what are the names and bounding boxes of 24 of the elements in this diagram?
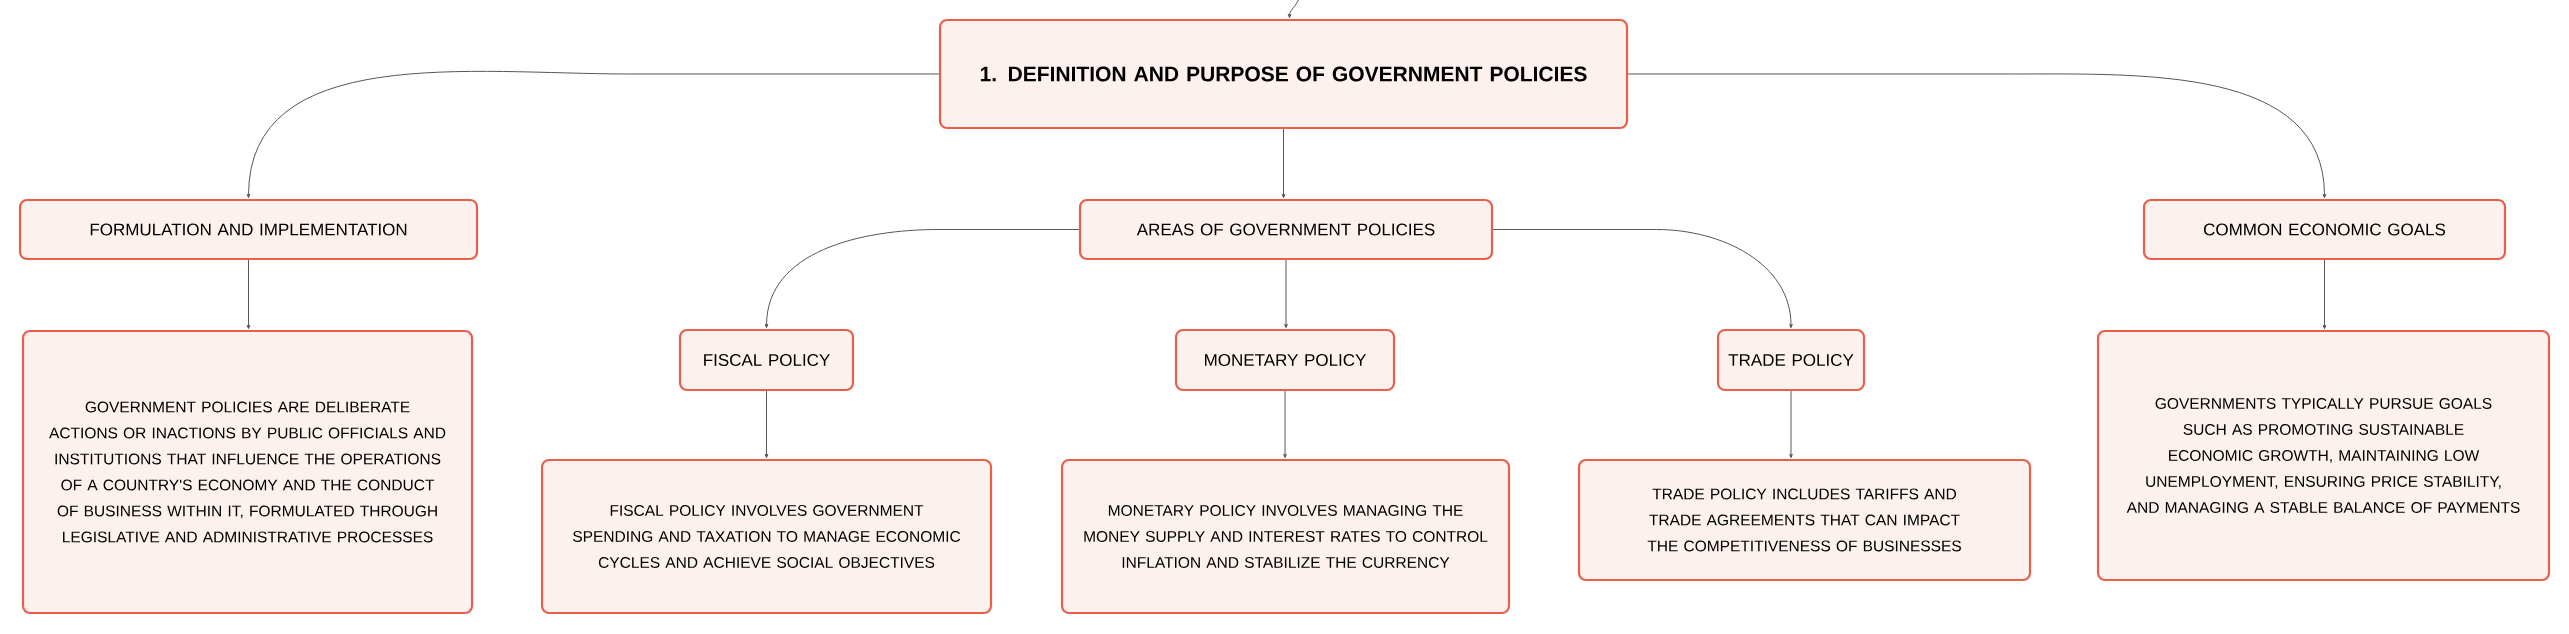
topic-box: AREAS OF GOVERNMENT POLICIES <box>1078 198 1494 261</box>
connector-arrow <box>1789 390 1793 459</box>
topic-box: TRADE POLICY <box>1716 328 1866 392</box>
connector-arrow <box>1284 259 1288 329</box>
description-box: MONETARY POLICY INVOLVES MANAGING THE MONEY SUPPLY AND INTEREST RATES TO CONTROL INFLATION AND STABILIZE THE CURRENCY <box>1060 458 1511 615</box>
description-box: FISCAL POLICY INVOLVES GOVERNMENT SPENDING AND TAXATION TO MANAGE ECONOMIC CYCLES AND ACHIEVE SOCIAL OBJECTIVES <box>540 458 993 615</box>
connector-arrow <box>1287 0 1300 19</box>
title-box: 1. DEFINITION AND PURPOSE OF GOVERNMENT POLICIES <box>938 18 1629 130</box>
connector-arrow <box>1283 390 1287 459</box>
topic-box: COMMON ECONOMIC GOALS <box>2142 198 2507 261</box>
connector-arrow <box>1627 73 2327 199</box>
connector-arrow <box>764 390 769 459</box>
connector-arrow <box>1281 128 1286 199</box>
topic-box: FORMULATION AND IMPLEMENTATION <box>18 198 479 261</box>
description-box: GOVERNMENT POLICIES ARE DELIBERATE ACTIONS OR INACTIONS BY PUBLIC OFFICIALS AND INSTITUTIONS THAT INFLUENCE THE OPERATIONS OF A COUNTRY'S ECONOMY AND THE CONDUCT OF BUSINESS WITHIN IT, FORMULATED THROUGH LEGISLATIVE AND ADMINISTRATIVE PROCESSES <box>21 329 474 615</box>
topic-box: FISCAL POLICY <box>678 328 855 392</box>
connector-arrow <box>246 259 251 330</box>
description-box: TRADE POLICY INCLUDES TARIFFS AND TRADE AGREEMENTS THAT CAN IMPACT THE COMPETITIVENESS OF BUSINESSES <box>1577 458 2032 582</box>
connector-arrow <box>764 229 1080 329</box>
connector-arrow <box>1492 229 1793 329</box>
description-box: GOVERNMENTS TYPICALLY PURSUE GOALS SUCH AS PROMOTING SUSTAINABLE ECONOMIC GROWTH, MAINTAINING LOW UNEMPLOYMENT, ENSURING PRICE STABILITY, AND MANAGING A STABLE BALANCE OF PAYMENTS <box>2096 329 2551 582</box>
topic-box: MONETARY POLICY <box>1174 328 1396 392</box>
connector-arrow <box>246 71 940 199</box>
connector-arrow <box>2322 259 2327 330</box>
